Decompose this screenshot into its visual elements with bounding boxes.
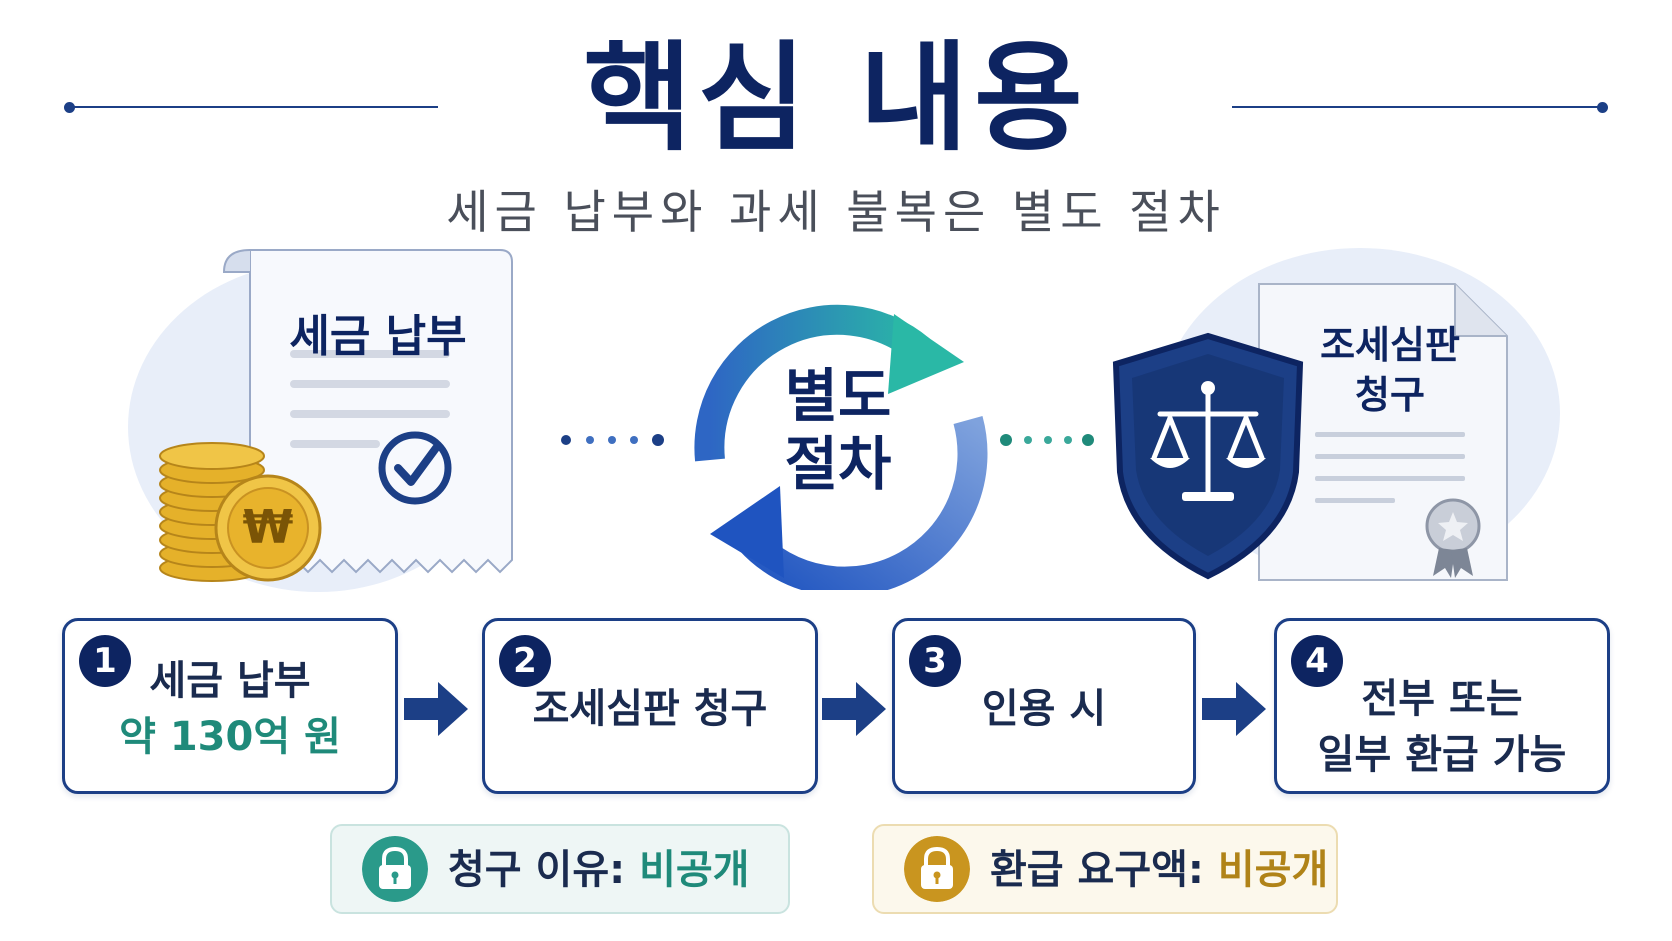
step-3-line1: 인용 시 <box>981 686 1107 732</box>
step-3-box: 3 인용 시 <box>892 618 1196 794</box>
step-4-line2: 일부 환급 가능 <box>1317 732 1567 778</box>
cycle-arrows-icon <box>694 304 988 590</box>
document-title: 조세심판 청구 <box>1285 320 1495 420</box>
step-1-line1: 세금 납부 <box>149 658 311 704</box>
document-title-line2: 청구 <box>1355 373 1425 417</box>
step-3-number: 3 <box>909 635 961 687</box>
page-subtitle: 세금 납부와 과세 불복은 별도 절차 <box>446 185 1226 239</box>
step-2-line1: 조세심판 청구 <box>532 686 768 732</box>
claim-reason-text: 청구 이유: 비공개 <box>448 840 749 900</box>
step-4-box: 4 전부 또는 일부 환급 가능 <box>1274 618 1610 794</box>
step-1-box: 1 세금 납부 약 130억 원 <box>62 618 398 794</box>
step-1-amount: 약 130억 원 <box>119 714 341 760</box>
center-label-line1: 별도 <box>784 362 892 430</box>
receipt-icon <box>222 249 513 574</box>
step-4-number: 4 <box>1291 635 1343 687</box>
step-1-number: 1 <box>79 635 131 687</box>
refund-amount-text: 환급 요구액: 비공개 <box>990 840 1328 900</box>
refund-amount-value: 비공개 <box>1217 847 1329 893</box>
step-2-number: 2 <box>499 635 551 687</box>
dotted-connector-right <box>1000 434 1094 446</box>
step-4-text: 전부 또는 일부 환급 가능 <box>1277 671 1607 783</box>
receipt-title: 세금 납부 <box>289 311 467 362</box>
lock-icon <box>362 836 428 902</box>
center-label-line2: 절차 <box>784 430 892 498</box>
won-symbol: ₩ <box>242 500 294 554</box>
page-title: 핵심 내용 <box>583 29 1089 167</box>
arrow-right-icon <box>822 682 886 736</box>
center-label: 별도 절차 <box>748 362 928 498</box>
step-2-text: 조세심판 청구 <box>485 681 815 737</box>
document-title-line1: 조세심판 <box>1320 323 1460 367</box>
step-4-line1: 전부 또는 <box>1361 676 1523 722</box>
dotted-connector-left <box>561 434 664 446</box>
claim-reason-value: 비공개 <box>639 847 750 893</box>
shield-scales-icon <box>1112 332 1304 580</box>
refund-amount-badge: 환급 요구액: 비공개 <box>872 824 1338 914</box>
arrow-right-icon <box>404 682 468 736</box>
step-3-text: 인용 시 <box>895 681 1193 737</box>
lock-icon <box>904 836 970 902</box>
arrow-right-icon <box>1202 682 1266 736</box>
title-divider-right <box>1232 101 1608 113</box>
refund-amount-label: 환급 요구액: <box>990 847 1218 893</box>
claim-reason-label: 청구 이유: <box>448 847 640 893</box>
step-1-text: 세금 납부 약 130억 원 <box>65 653 395 765</box>
step-2-box: 2 조세심판 청구 <box>482 618 818 794</box>
coin-stack-icon <box>159 442 322 582</box>
title-divider-left <box>64 101 438 113</box>
claim-reason-badge: 청구 이유: 비공개 <box>330 824 790 914</box>
